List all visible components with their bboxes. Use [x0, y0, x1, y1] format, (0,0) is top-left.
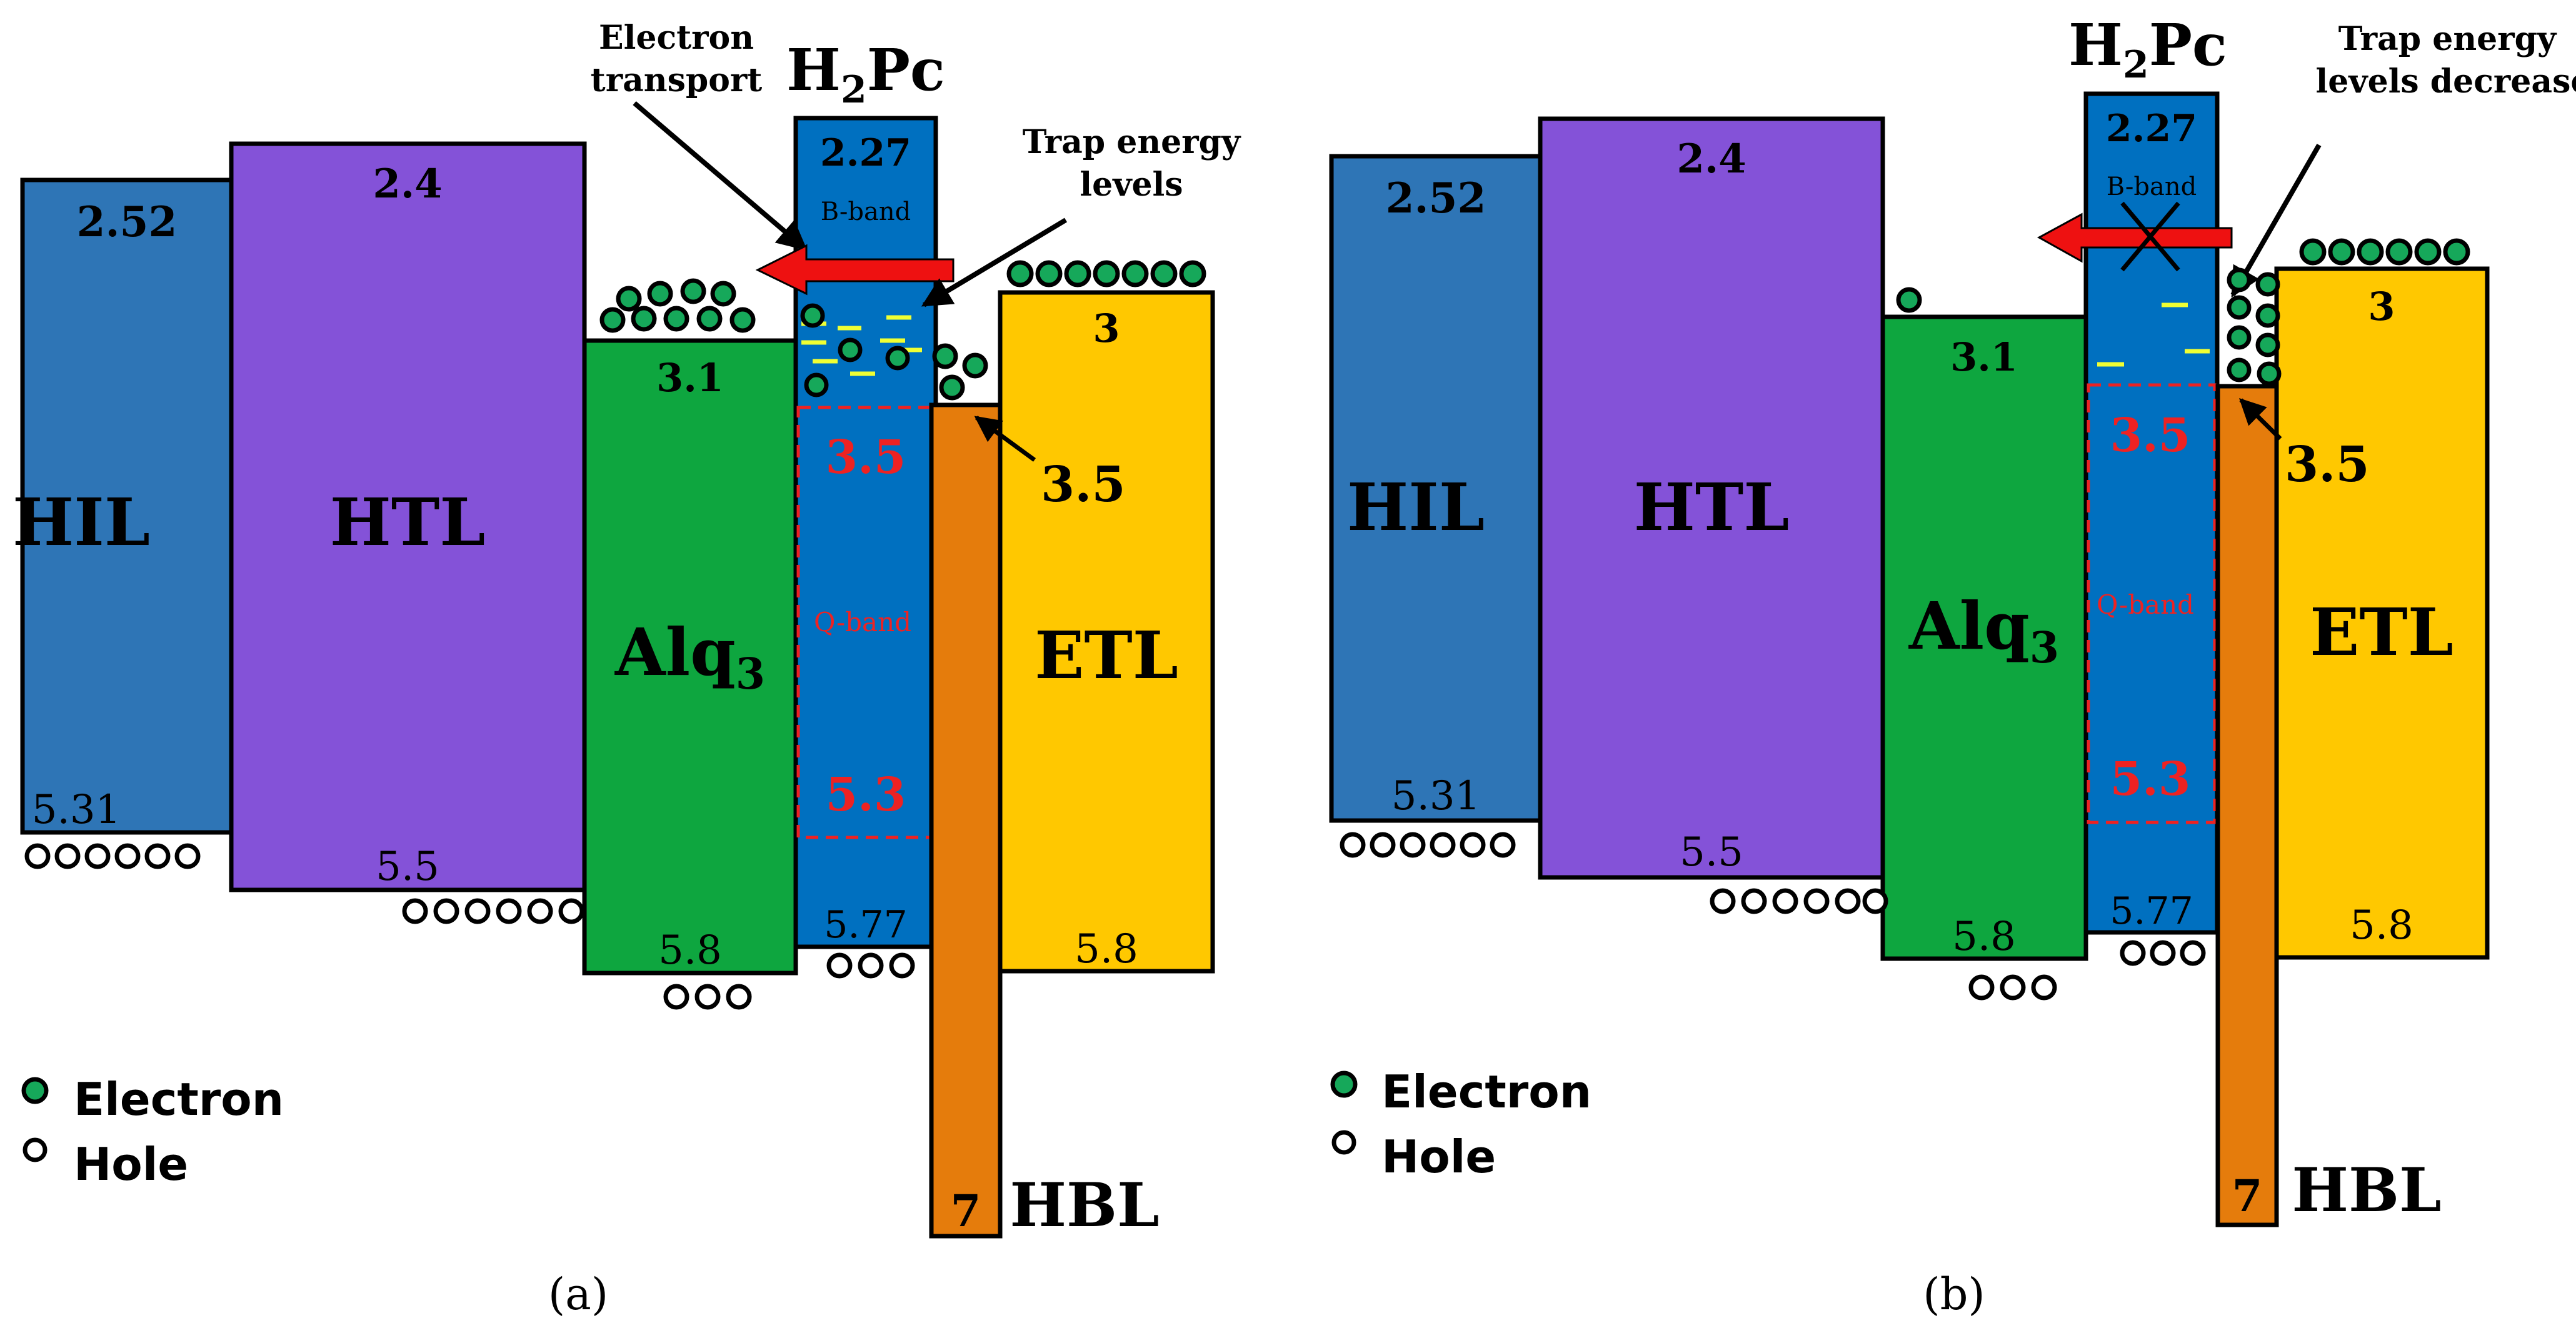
holes-alq: [1968, 974, 2057, 1001]
hil-label: HIL: [1347, 469, 1485, 546]
h2pc-qband-top: 3.5: [826, 431, 906, 484]
hbl-lumo-arrow: [2239, 398, 2282, 441]
electrons-alq: [599, 278, 756, 333]
h2pc-lumo: 2.27: [820, 131, 911, 175]
htl-block: [229, 141, 587, 892]
hil-homo: 5.31: [32, 787, 121, 833]
hbl-label: HBL: [2292, 1155, 2441, 1226]
h2pc-label: H2Pc: [786, 36, 945, 112]
legend-hole-label: Hole: [1381, 1131, 1496, 1183]
holes-hil: [1340, 832, 1516, 858]
legend-hole-label: Hole: [74, 1138, 188, 1191]
h2pc-qband-top: 3.5: [2110, 409, 2191, 462]
h2pc-bband: B-band: [821, 197, 911, 226]
etl-lumo: 3: [2368, 284, 2395, 329]
h2pc-label: H2Pc: [2068, 11, 2227, 87]
legend-b: Electron Hole: [1330, 1066, 1591, 1183]
holes-h2pc: [2120, 940, 2206, 966]
holes-htl: [1710, 888, 1888, 914]
trap-levels: [2097, 302, 2210, 367]
alq-label: Alq3: [614, 614, 765, 699]
legend-hole-icon: [1331, 1130, 1356, 1155]
etl-label: ETL: [1035, 617, 1178, 694]
h2pc-homo: 5.77: [2110, 889, 2193, 933]
htl-homo: 5.5: [1680, 829, 1743, 876]
htl-label: HTL: [330, 484, 486, 561]
hil-label: HIL: [13, 484, 150, 561]
caption-b: (b): [1923, 1269, 1985, 1320]
h2pc-lumo: 2.27: [2106, 107, 2197, 151]
alq-homo: 5.8: [658, 927, 722, 974]
caption-a: (a): [548, 1269, 608, 1320]
panel-b: 2.52 HIL 5.31 2.4 HTL 5.5 3.1 Alq3 5.8 H…: [1329, 11, 2576, 1320]
h2pc-bband: B-band: [2107, 172, 2197, 201]
h2pc-qband-label: Q-band: [2097, 589, 2194, 620]
htl-lumo: 2.4: [373, 161, 442, 207]
hbl-lumo: 3.5: [2285, 436, 2370, 493]
electron-transport-arrow: [2037, 212, 2233, 263]
legend-electron-label: Electron: [1381, 1066, 1591, 1118]
holes-alq: [663, 984, 752, 1010]
hbl-block: [2215, 384, 2279, 1227]
h2pc-qband-bottom: 5.3: [2110, 752, 2191, 806]
legend-electron-label: Electron: [74, 1073, 284, 1126]
electrons-hbl: [932, 343, 988, 401]
hil-block: [20, 177, 234, 835]
holes-htl: [402, 898, 584, 924]
legend-electron-icon: [21, 1077, 49, 1104]
h2pc-homo: 5.77: [824, 903, 908, 947]
hil-lumo: 2.52: [1386, 174, 1486, 222]
legend-electron-icon: [1330, 1071, 1358, 1098]
h2pc-qband-label: Q-band: [814, 607, 911, 637]
hil-lumo: 2.52: [77, 197, 178, 246]
alq-homo: 5.8: [1952, 914, 2016, 960]
htl-label: HTL: [1634, 469, 1790, 546]
hbl-homo: 7: [951, 1185, 981, 1237]
etl-label: ETL: [2310, 594, 2453, 671]
electrons-etl: [1006, 260, 1206, 287]
alq-block: [1880, 314, 2088, 961]
trap-energy-pointer: [2230, 144, 2322, 298]
htl-block: [1538, 116, 1885, 880]
hbl-block: [929, 402, 1003, 1239]
hbl-lumo: 3.5: [1041, 456, 1126, 513]
holes-h2pc: [826, 952, 915, 979]
alq-lumo: 3.1: [1950, 334, 2018, 380]
electrons-h2pc: [800, 303, 910, 397]
etl-lumo: 3: [1093, 306, 1120, 351]
htl-homo: 5.5: [376, 844, 439, 890]
trap-energy-pointer: [921, 217, 1068, 307]
htl-lumo: 2.4: [1676, 136, 1746, 182]
electrons-etl: [2299, 238, 2470, 266]
etl-homo: 5.8: [2350, 902, 2413, 949]
electron-transport-pointer: [633, 101, 808, 251]
hbl-label: HBL: [1010, 1170, 1159, 1241]
hil-homo: 5.31: [1391, 773, 1481, 819]
h2pc-qband-bottom: 5.3: [826, 768, 906, 822]
hbl-lumo-arrow: [974, 416, 1036, 462]
electrons-alq: [1896, 287, 1922, 313]
h2pc-qband-box: [2087, 383, 2217, 824]
blocked-cross-icon: [2120, 201, 2180, 272]
panel-a: 2.52 HIL 5.31 2.4 HTL 5.5 3.1 Alq3 5.8 H…: [13, 19, 1241, 1320]
legend-hole-icon: [23, 1137, 48, 1162]
legend-a: Electron Hole: [21, 1073, 284, 1191]
h2pc-block: [793, 116, 938, 949]
holes-hil: [24, 843, 201, 869]
alq-label: Alq3: [1908, 587, 2059, 673]
hbl-homo: 7: [2232, 1170, 2263, 1222]
hil-block: [1329, 154, 1543, 823]
etl-block: [2274, 266, 2490, 960]
h2pc-block: [2083, 91, 2220, 935]
alq-block: [582, 338, 798, 976]
etl-homo: 5.8: [1075, 926, 1138, 972]
alq-lumo: 3.1: [656, 355, 724, 401]
electrons-hbl: [2227, 267, 2282, 386]
